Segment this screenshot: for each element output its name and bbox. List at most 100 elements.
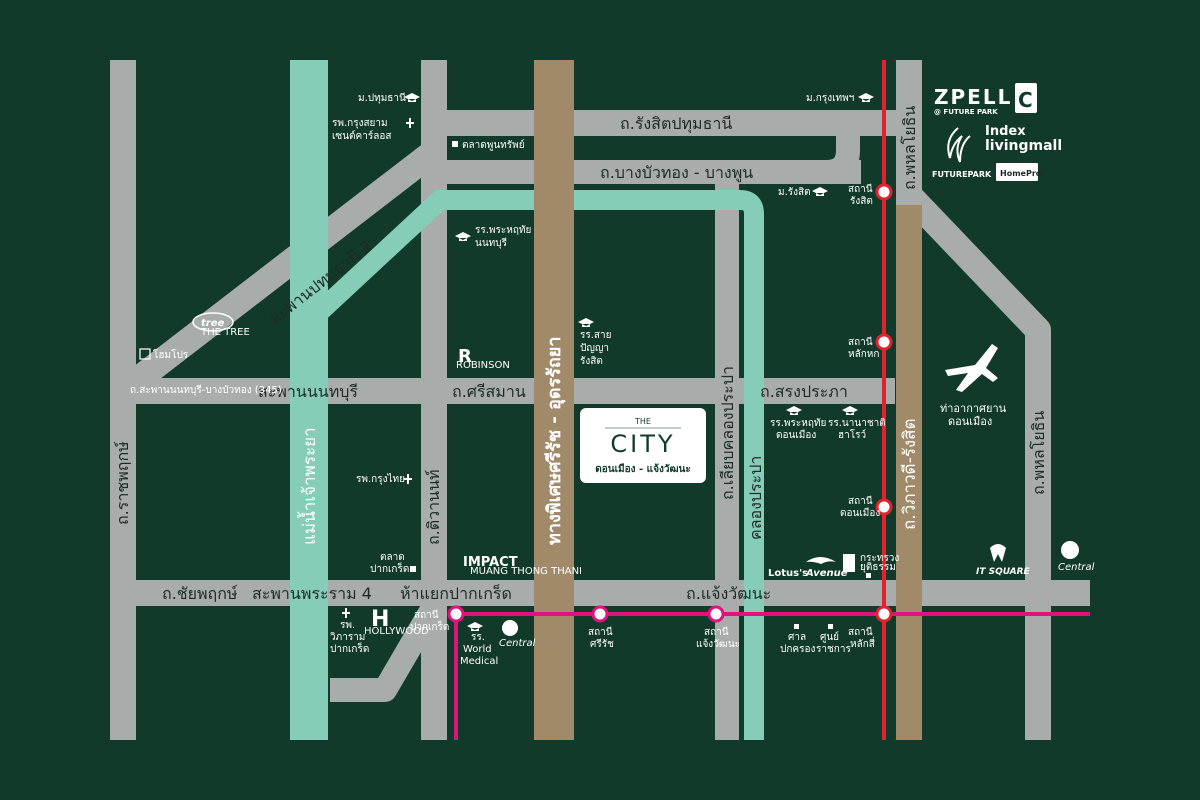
bigc-letter-icon: C — [1018, 88, 1033, 112]
square-marker-icon — [794, 624, 799, 629]
label-ministry-2: ยุติธรรม — [860, 562, 896, 573]
brand-zpell: ZPELL — [934, 85, 1012, 109]
label-impact-sub: MUANG THONG THANI — [470, 566, 582, 577]
itsquare-logo-icon — [990, 544, 1006, 562]
label-rangsit-pathumthani: ถ.รังสิตปทุมธานี — [620, 114, 732, 134]
bigc-logo-icon — [1015, 83, 1037, 113]
label-gov-center-1: ศูนย์ — [820, 631, 839, 643]
label-school-world-1: รร. — [471, 632, 485, 643]
label-khlong-prapa: คลองประปา — [746, 456, 765, 540]
label-vibhavadi: ถ.วิภาวดี-รังสิต — [900, 418, 920, 530]
label-bangkok-univ: ม.กรุงเทพฯ — [806, 93, 854, 104]
station-chaeng-watthana — [707, 605, 725, 623]
label-gov-center-2: ราชการ — [816, 644, 851, 655]
square-marker-icon — [410, 566, 416, 572]
vibhavadi-road — [896, 205, 922, 740]
label-lotus: Lotus's — [768, 568, 808, 579]
roads — [110, 60, 1090, 740]
label-st-pakkret-2: ปากเกร็ด — [410, 619, 449, 633]
label-school-donmueang-2: ดอนเมือง — [776, 429, 816, 441]
label-chao-phraya: แม่น้ำเจ้าพระยา — [297, 427, 320, 545]
homepro-store-icon — [139, 348, 151, 360]
road-pakkret-diagonal — [330, 599, 445, 702]
brand-index: Index — [985, 124, 1026, 139]
label-hosp-siam-2: เซนต์คาร์ลอส — [332, 130, 391, 142]
waterways — [290, 60, 764, 740]
futurepark-logo-icon — [947, 127, 971, 163]
label-st-chaeng-2: แจ้งวัฒนะ — [696, 638, 740, 650]
label-court-1: ศาล — [788, 632, 806, 643]
label-nonthaburi-bangbuathong: ถ.สะพานนนทบุรี-บางบัวทอง (345) — [130, 384, 282, 396]
road-chaeng-watthana — [110, 580, 1090, 606]
brand-homepro: HomePro — [1000, 169, 1042, 178]
label-pun-market: ตลาดพูนทรัพย์ — [462, 139, 525, 151]
square-marker-icon — [828, 624, 833, 629]
label-central-right: Central — [1058, 562, 1095, 573]
station-laksi — [875, 605, 893, 623]
label-phahonyothin-right: ถ.พหลโยธิน — [1029, 411, 1048, 495]
label-st-donmueang-1: สถานี — [848, 495, 873, 507]
square-marker-icon — [452, 141, 458, 147]
road-phahonyothin-right — [1025, 355, 1051, 740]
river-chao-phraya — [290, 60, 328, 740]
label-sri-saman: ถ.ศรีสมาน — [452, 382, 526, 401]
label-hosp-siam-1: รพ.กรุงสยาม — [332, 118, 388, 129]
graduation-cap-icon — [578, 318, 594, 327]
label-st-laksi-hok-2: หลักหก — [848, 349, 879, 360]
label-st-laksi-1: สถานี — [848, 626, 873, 638]
label-impact: IMPACT — [463, 555, 518, 570]
label-pathumthani-univ: ม.ปทุมธานี — [358, 92, 406, 104]
brand-index-sub: livingmall — [985, 138, 1062, 154]
brand-zpell-sub: @ FUTURE PARK — [934, 108, 998, 116]
label-chaiyaphruek: ถ.ชัยพฤกษ์ — [162, 584, 238, 603]
label-ministry-1: กระทรวง — [860, 553, 899, 564]
station-srirat — [591, 605, 609, 623]
hollywood-logo-icon: H — [371, 607, 389, 632]
graduation-cap-icon — [786, 406, 802, 415]
square-marker-icon — [866, 573, 871, 578]
tollway — [534, 60, 574, 740]
label-school-donmueang-1: รร.พระหฤทัย — [770, 418, 826, 429]
road-rangsit-pathumthani — [421, 110, 896, 136]
label-school-world-2: World — [463, 644, 492, 655]
graduation-cap-icon — [455, 232, 471, 241]
project-location: ดอนเมือง - แจ้งวัฒนะ — [595, 463, 690, 475]
label-st-laksi-2: หลักสี่ — [850, 636, 875, 650]
label-ratchaphruek: ถ.ราชพฤกษ์ — [113, 441, 132, 525]
label-st-srirat-2: ศรีรัช — [590, 638, 614, 650]
airplane-icon — [945, 344, 998, 392]
label-hosp-vibharam-1: รพ. — [340, 620, 355, 631]
stations — [447, 183, 893, 623]
label-court-2: ปกครอง — [780, 644, 815, 655]
graduation-cap-icon — [812, 187, 828, 196]
label-st-laksi-hok-1: สถานี — [848, 336, 873, 348]
cross-icon — [404, 474, 412, 484]
label-school-nonthaburi-1: รร.พระหฤทัย — [475, 225, 531, 236]
label-st-donmueang-2: ดอนเมือง — [840, 507, 880, 519]
label-chaeng-watthana: ถ.แจ้งวัฒนะ — [686, 584, 771, 603]
label-bangbuathong: ถ.บางบัวทอง - บางพูน — [600, 163, 753, 183]
label-hosp-vibharam-2: วิภาราม — [330, 632, 366, 643]
label-st-rangsit-2: รังสิต — [850, 196, 873, 207]
label-school-saipanya-2: ปัญญา — [580, 343, 609, 354]
cross-icon — [406, 118, 414, 128]
cross-icon — [342, 608, 350, 618]
homepro-logo-icon — [996, 163, 1038, 181]
label-rama4-bridge: สะพานพระราม 4 — [252, 584, 372, 603]
label-school-saipanya-3: รังสิต — [580, 356, 603, 367]
station-pakkret — [447, 605, 465, 623]
road-curves — [115, 110, 1051, 702]
road-sri-saman — [110, 378, 895, 404]
label-st-rangsit-1: สถานี — [848, 183, 873, 195]
label-airport-1: ท่าอากาศยาน — [940, 402, 1007, 415]
label-pakkret-market-1: ตลาด — [380, 552, 405, 563]
label-tiwanon: ถ.ติวานนท์ — [424, 469, 443, 545]
central-logo-icon — [1061, 541, 1079, 559]
robinson-logo-icon: R — [458, 346, 472, 367]
label-school-saipanya-1: รร.สาย — [580, 330, 612, 341]
label-hosp-krungthai: รพ.กรุงไทย — [356, 473, 405, 485]
station-rangsit — [875, 183, 893, 201]
graduation-cap-icon — [842, 406, 858, 415]
label-itsquare: IT SQUARE — [976, 567, 1031, 577]
label-avenue: Avenue — [805, 568, 848, 579]
